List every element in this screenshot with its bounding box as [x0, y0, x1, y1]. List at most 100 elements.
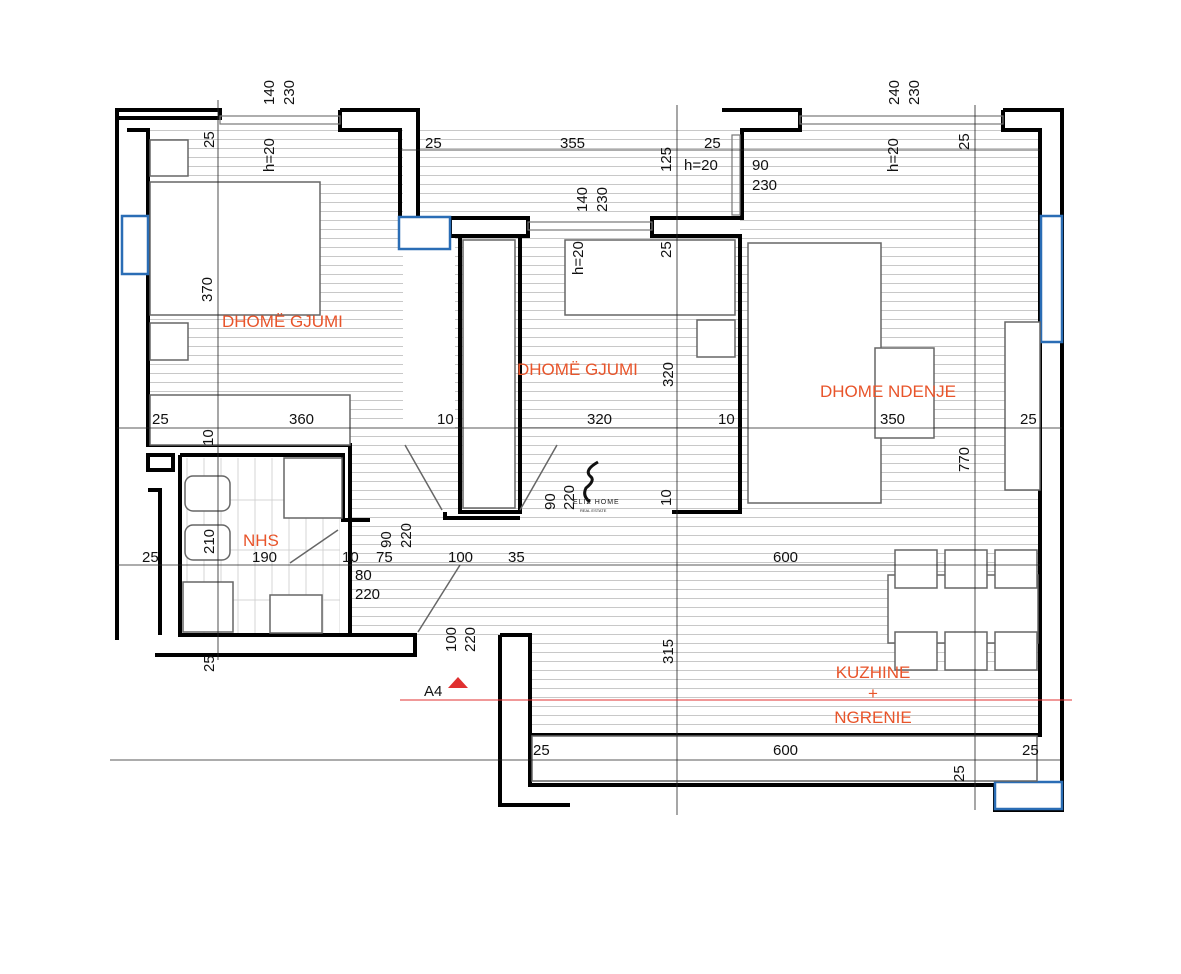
dim-label: 240 [886, 80, 903, 105]
dim-label: 210 [201, 529, 218, 554]
dim-label: 10 [342, 549, 359, 566]
floor-drain [182, 581, 234, 633]
floor-hatching [148, 130, 1040, 730]
dim-label: 25 [658, 241, 675, 258]
dim-label: 25 [1020, 411, 1037, 428]
sink [269, 594, 323, 634]
wardrobe [149, 394, 351, 446]
vertical-dimension-labels: 140 230 240 230 25 h=20 125 140 230 h=20… [199, 80, 973, 782]
column-right [1039, 214, 1064, 344]
dim-label: 360 [289, 411, 314, 428]
dim-label: 320 [660, 362, 677, 387]
dim-label: 230 [594, 187, 611, 212]
room-label-plus: + [868, 684, 878, 703]
dim-label: 10 [658, 489, 675, 506]
kitchen-counter [531, 735, 1038, 782]
room-label-bedroom-1: DHOMË GJUMI [222, 312, 343, 331]
nightstand [149, 139, 189, 177]
dim-label: 220 [398, 523, 415, 548]
dim-label: 350 [880, 411, 905, 428]
nightstand [149, 322, 189, 361]
dim-label: h=20 [684, 157, 718, 174]
logo-icon [583, 460, 599, 504]
dim-label: 10 [718, 411, 735, 428]
dim-label: 25 [142, 549, 159, 566]
bed [149, 181, 321, 316]
dimension-lines [110, 100, 1072, 815]
dim-label: 100 [448, 549, 473, 566]
dim-label: 25 [201, 655, 218, 672]
chair [894, 549, 938, 589]
dim-label: 25 [533, 742, 550, 759]
furniture [149, 139, 1041, 782]
bed [564, 239, 736, 316]
dim-label: h=20 [570, 241, 587, 275]
watermark-brand: ELIZ HOME [573, 499, 620, 506]
dimension-labels: 25 355 25 h=20 90 230 25 360 10 320 10 3… [142, 135, 1039, 759]
dim-label: 90 [752, 157, 769, 174]
section-marker-label: A4 [424, 683, 442, 700]
dim-label: 90 [378, 531, 395, 548]
room-label-dining: NGRENIE [834, 708, 911, 727]
dim-label: 600 [773, 549, 798, 566]
dim-label: 25 [956, 133, 973, 150]
dim-label: 370 [199, 277, 216, 302]
dim-label: 10 [437, 411, 454, 428]
room-label-bedroom-2: DHOMË GJUMI [517, 360, 638, 379]
room-label-bathroom: NHS [243, 531, 279, 550]
toilet [184, 475, 231, 512]
dim-label: 90 [542, 493, 559, 510]
dim-label: 25 [704, 135, 721, 152]
dim-label: 220 [462, 627, 479, 652]
window [731, 134, 741, 216]
chair [944, 631, 988, 671]
watermark-tagline: REAL ESTATE [580, 508, 607, 513]
watermark-logo: ELIZ HOME REAL ESTATE [573, 460, 620, 513]
column-left [120, 214, 150, 276]
walls [115, 108, 1064, 812]
dim-label: 25 [425, 135, 442, 152]
nightstand [696, 319, 736, 358]
dim-label: 80 [355, 567, 372, 584]
dim-label: 600 [773, 742, 798, 759]
dim-label: 35 [508, 549, 525, 566]
dim-label: 230 [281, 80, 298, 105]
dim-label: 220 [561, 485, 578, 510]
dim-label: 355 [560, 135, 585, 152]
bidet [184, 524, 231, 561]
chair [994, 549, 1038, 589]
chair [944, 549, 988, 589]
shower [283, 457, 343, 519]
doors [289, 444, 558, 633]
dim-label: 25 [1022, 742, 1039, 759]
dim-label: 125 [658, 147, 675, 172]
dim-label: 315 [660, 639, 677, 664]
sofa [747, 242, 882, 504]
window [527, 221, 653, 231]
coffee-table [874, 347, 935, 439]
dim-label: 75 [376, 549, 393, 566]
room-labels: DHOMË GJUMI DHOMË GJUMI DHOME NDENJE NHS… [222, 312, 956, 727]
dim-label: 320 [587, 411, 612, 428]
dim-label: 220 [355, 586, 380, 603]
dim-label: 100 [443, 627, 460, 652]
dim-label: 230 [906, 80, 923, 105]
dim-label: 140 [574, 187, 591, 212]
window [219, 115, 341, 125]
dim-label: 25 [201, 131, 218, 148]
dim-label: 190 [252, 549, 277, 566]
dim-label: h=20 [885, 138, 902, 172]
room-label-living: DHOME NDENJE [820, 382, 956, 401]
dim-label: 25 [152, 411, 169, 428]
dim-label: 25 [951, 765, 968, 782]
windows [120, 115, 1064, 811]
dim-label: 770 [956, 447, 973, 472]
dim-label: 140 [261, 80, 278, 105]
room-label-kitchen: KUZHINE [836, 663, 911, 682]
dim-label: h=20 [261, 138, 278, 172]
column-center [397, 215, 452, 251]
dim-label: 230 [752, 177, 777, 194]
wardrobe [462, 239, 516, 509]
